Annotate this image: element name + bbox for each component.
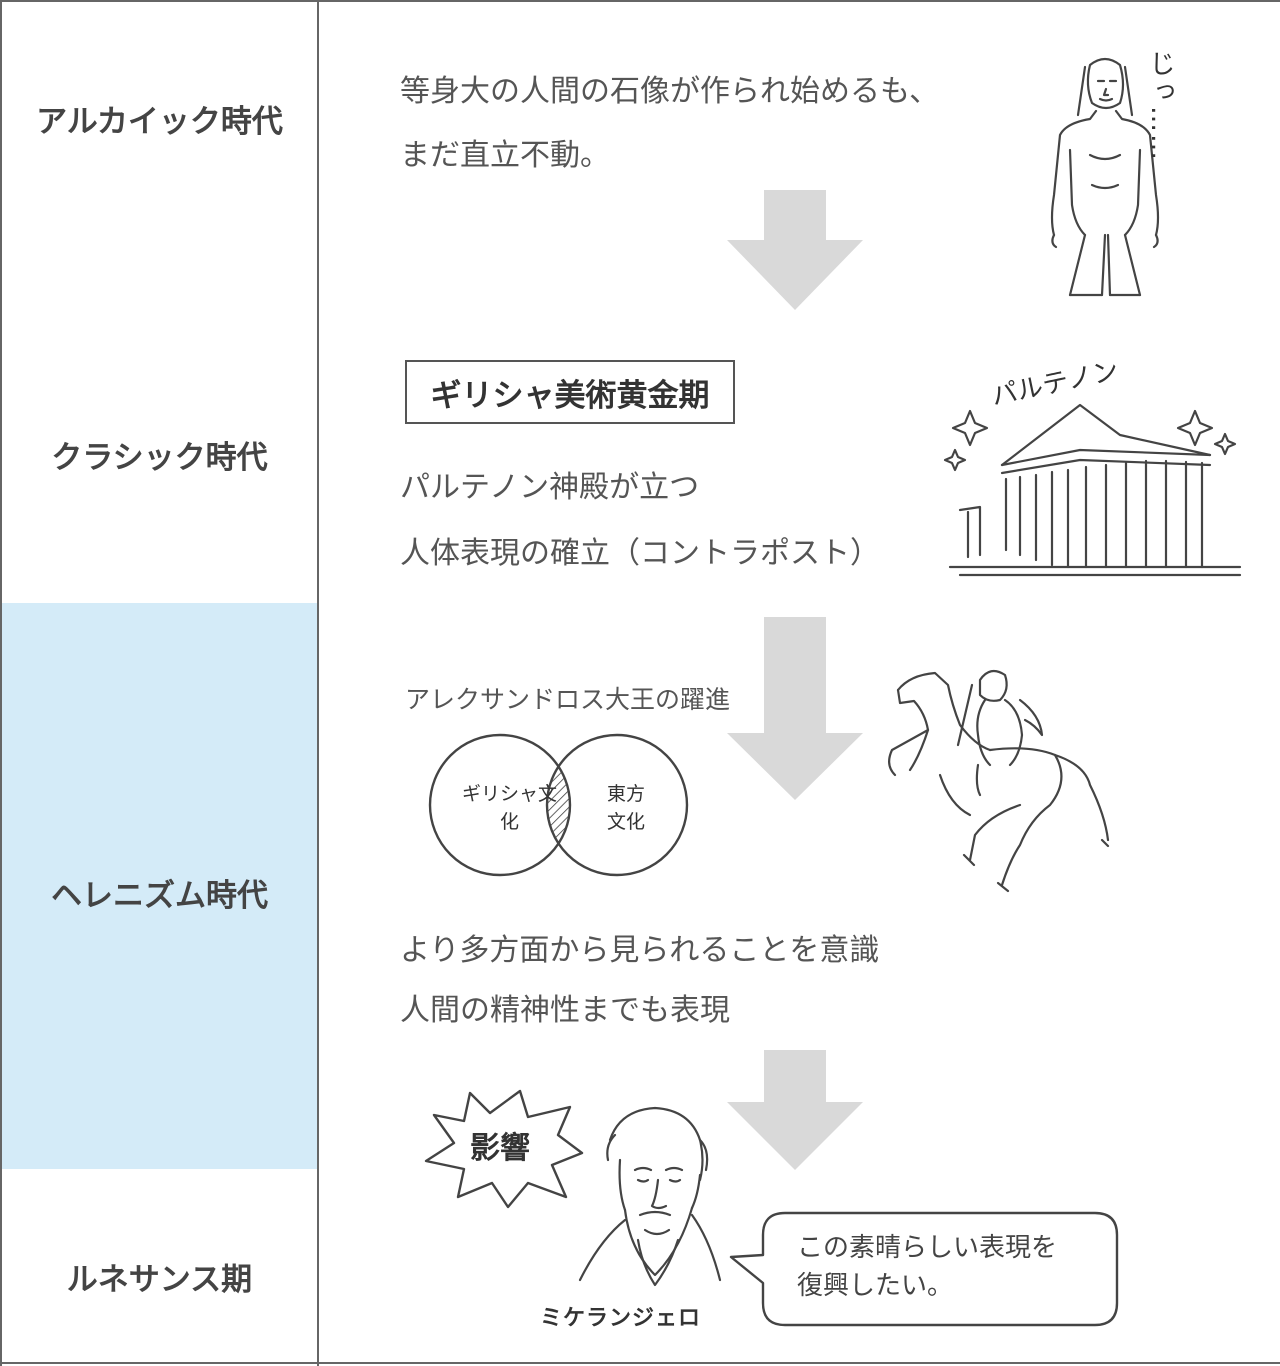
border-left	[0, 0, 2, 1366]
speech-bubble-line1: この素晴らしい表現を	[797, 1233, 1058, 1263]
border-top	[0, 0, 1280, 2]
era-label-hellenism: ヘレニズム時代	[51, 878, 268, 914]
influence-burst-label: 影響	[470, 1131, 530, 1166]
era-label-renaissance: ルネサンス期	[66, 1262, 253, 1298]
archaic-text-line2: まだ直立不動。	[400, 138, 610, 173]
archaic-sfx: じっ……	[1145, 50, 1175, 162]
alexander-horse-illustration	[888, 669, 1110, 893]
culture-venn-diagram	[428, 733, 689, 877]
parthenon-illustration	[943, 403, 1242, 577]
border-bottom	[0, 1362, 1280, 1364]
hellenism-highlight-band	[2, 603, 317, 1169]
influence-burst	[424, 1089, 584, 1209]
classic-text-line1: パルテノン神殿が立つ	[400, 470, 700, 505]
venn-left-label: ギリシャ文化	[462, 783, 558, 833]
hellenism-text-line1: より多方面から見られることを意識	[400, 933, 880, 968]
hellenism-caption: アレクサンドロス大王の躍進	[405, 685, 731, 714]
classic-text-line2: 人体表現の確立（コントラポスト）	[400, 536, 880, 571]
era-label-archaic: アルカイック時代	[36, 104, 283, 140]
down-arrow-3	[727, 1050, 863, 1170]
venn-right-label: 東方文化	[606, 783, 645, 833]
speech-bubble	[729, 1211, 1119, 1327]
down-arrow-1	[727, 190, 863, 310]
era-label-classic: クラシック時代	[51, 440, 268, 476]
kouros-statue-illustration	[1050, 57, 1160, 297]
classic-badge: ギリシャ美術黄金期	[405, 360, 735, 424]
down-arrow-2	[727, 617, 863, 800]
speech-bubble-line2: 復興したい。	[797, 1271, 954, 1301]
hellenism-text-line2: 人間の精神性までも表現	[400, 993, 730, 1028]
michelangelo-name: ミケランジェロ	[540, 1306, 702, 1331]
archaic-text-line1: 等身大の人間の石像が作られ始めるも、	[400, 74, 940, 109]
michelangelo-illustration	[578, 1106, 722, 1287]
column-divider	[317, 0, 319, 1366]
